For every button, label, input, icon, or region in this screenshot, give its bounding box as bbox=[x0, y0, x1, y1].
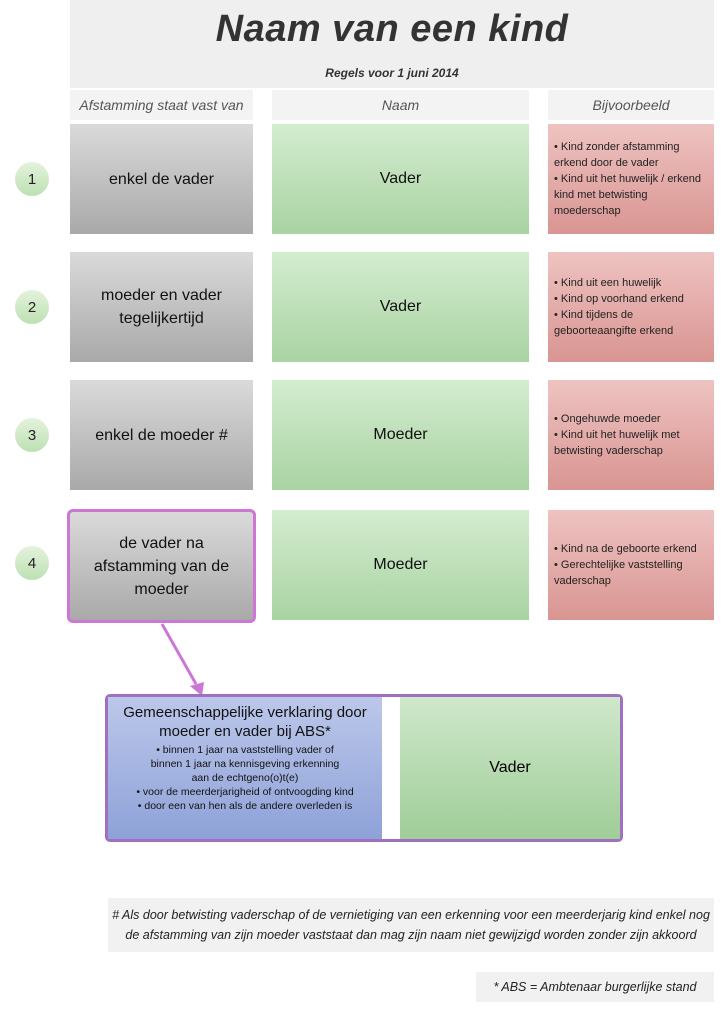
row-number-badge: 1 bbox=[15, 162, 49, 196]
voorbeeld-cell: Ongehuwde moeder Kind uit het huwelijk m… bbox=[548, 380, 714, 490]
joint-condition: • door een van hen als de andere overled… bbox=[137, 800, 353, 812]
naam-cell: Vader bbox=[272, 252, 529, 362]
voorbeeld-item: Kind na de geboorte erkend bbox=[554, 541, 708, 557]
row-number-badge: 2 bbox=[15, 290, 49, 324]
voorbeeld-item: Kind op voorhand erkend bbox=[554, 291, 708, 307]
voorbeeld-cell: Kind na de geboorte erkend Gerechtelijke… bbox=[548, 510, 714, 620]
header-band bbox=[70, 0, 714, 88]
naam-cell: Moeder bbox=[272, 380, 529, 490]
footnote-abs: * ABS = Ambtenaar burgerlijke stand bbox=[476, 972, 714, 1002]
row-number-badge: 3 bbox=[15, 418, 49, 452]
voorbeeld-item: Kind uit een huwelijk bbox=[554, 275, 708, 291]
joint-condition: aan de echtgeno(o)t(e) bbox=[191, 772, 299, 784]
column-header-afstamming: Afstamming staat vast van bbox=[70, 90, 253, 120]
joint-condition: • voor de meerderjarigheid of ontvoogdin… bbox=[136, 786, 354, 798]
voorbeeld-cell: Kind zonder afstamming erkend door de va… bbox=[548, 124, 714, 234]
naam-cell: Moeder bbox=[272, 510, 529, 620]
arrow-connector bbox=[160, 623, 204, 696]
voorbeeld-cell: Kind uit een huwelijk Kind op voorhand e… bbox=[548, 252, 714, 362]
joint-condition: binnen 1 jaar na kennisgeving erkenning bbox=[150, 758, 340, 770]
voorbeeld-item: Kind uit het huwelijk / erkend kind met … bbox=[554, 171, 708, 219]
voorbeeld-list: Kind na de geboorte erkend Gerechtelijke… bbox=[554, 541, 708, 589]
afstamming-cell: enkel de moeder # bbox=[70, 380, 253, 490]
page-subtitle: Regels voor 1 juni 2014 bbox=[325, 66, 459, 80]
voorbeeld-item: Gerechtelijke vaststelling vaderschap bbox=[554, 557, 708, 589]
column-header-naam: Naam bbox=[272, 90, 529, 120]
voorbeeld-list: Kind zonder afstamming erkend door de va… bbox=[554, 139, 708, 219]
afstamming-cell: enkel de vader bbox=[70, 124, 253, 234]
page-title: Naam van een kind bbox=[215, 8, 569, 50]
voorbeeld-item: Kind tijdens de geboorteaangifte erkend bbox=[554, 307, 708, 339]
joint-declaration-conditions: Gemeenschappelijke verklaring door moede… bbox=[108, 697, 382, 839]
joint-declaration-list: • binnen 1 jaar na vaststelling vader of… bbox=[108, 743, 382, 813]
joint-condition: • binnen 1 jaar na vaststelling vader of bbox=[156, 744, 334, 756]
row-number-badge: 4 bbox=[15, 546, 49, 580]
afstamming-cell-highlighted: de vader na afstamming van de moeder bbox=[67, 509, 256, 623]
voorbeeld-list: Ongehuwde moeder Kind uit het huwelijk m… bbox=[554, 411, 708, 459]
voorbeeld-list: Kind uit een huwelijk Kind op voorhand e… bbox=[554, 275, 708, 339]
voorbeeld-item: Ongehuwde moeder bbox=[554, 411, 708, 427]
voorbeeld-item: Kind zonder afstamming erkend door de va… bbox=[554, 139, 708, 171]
naam-cell: Vader bbox=[272, 124, 529, 234]
joint-declaration-naam: Vader bbox=[400, 697, 620, 839]
joint-declaration-title: Gemeenschappelijke verklaring door moede… bbox=[123, 704, 367, 740]
column-header-bijvoorbeeld: Bijvoorbeeld bbox=[548, 90, 714, 120]
voorbeeld-item: Kind uit het huwelijk met betwisting vad… bbox=[554, 427, 708, 459]
afstamming-cell: moeder en vader tegelijkertijd bbox=[70, 252, 253, 362]
footnote-hash: # Als door betwisting vaderschap of de v… bbox=[108, 898, 714, 952]
